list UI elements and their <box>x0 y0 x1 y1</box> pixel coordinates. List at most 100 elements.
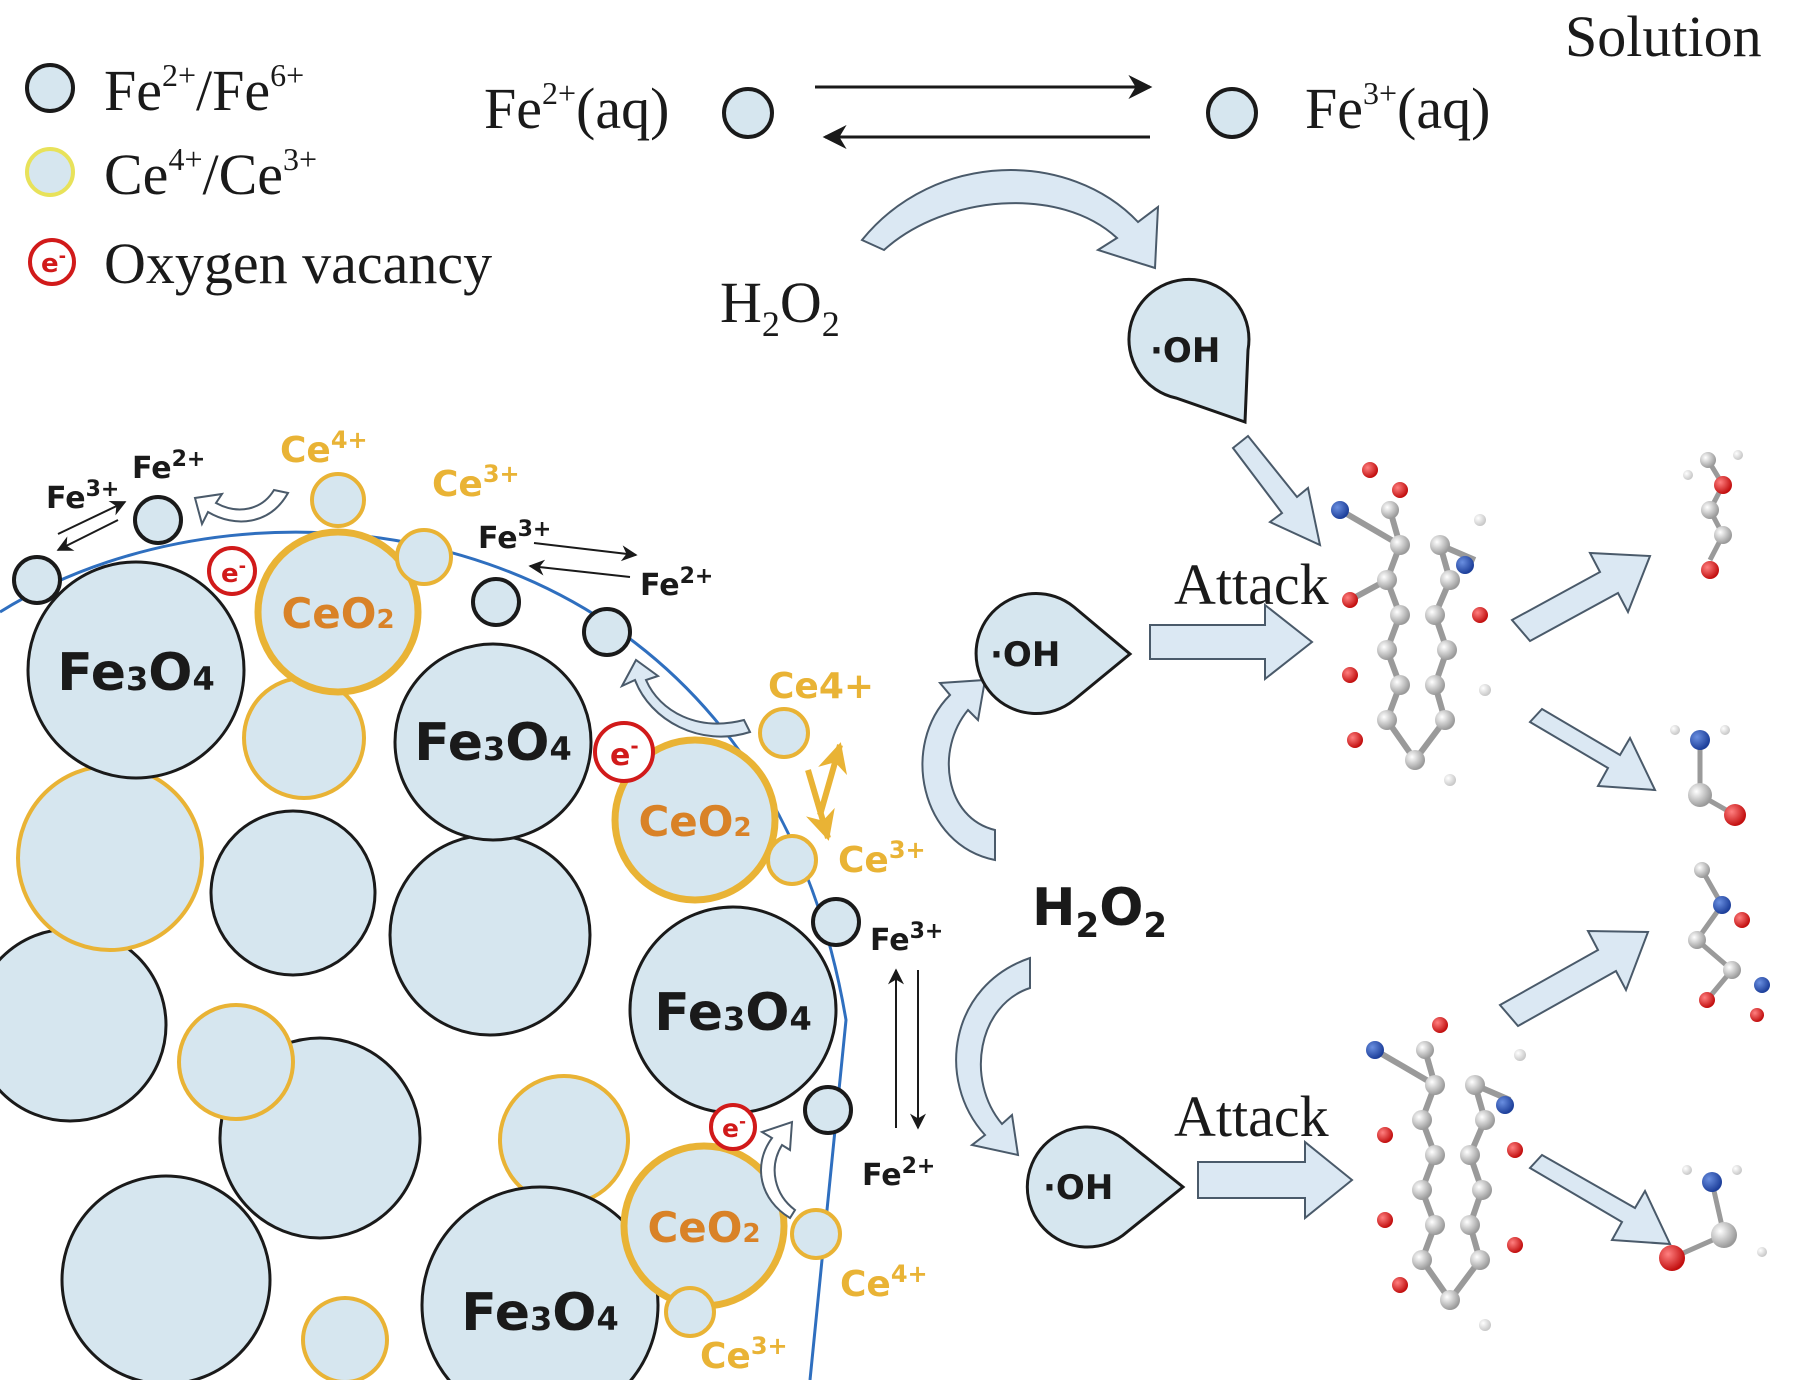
middle-h2o2-label: H2O2 <box>1032 878 1167 946</box>
ion-label-ce3: Ce3+ <box>700 1332 788 1377</box>
hydroxyl-radical-mid: ·OH <box>974 592 1133 715</box>
fe3o4-particle-3: Fe3O4 <box>628 905 838 1115</box>
attack-arrow <box>1149 602 1314 682</box>
product-arrow <box>1498 929 1650 1028</box>
svg-text:e-: e- <box>722 1112 746 1143</box>
oxygen-vacancy: e- <box>593 721 655 783</box>
fe3-aq-ion <box>1206 87 1258 139</box>
pollutant-molecule-top <box>1331 462 1491 786</box>
fe-surface-ion <box>12 555 62 605</box>
fe3-aq-label: Fe3+(aq) <box>1305 75 1490 141</box>
fe3o4-particle <box>388 833 592 1037</box>
h2o2-to-oh-curved-arrow <box>921 678 996 862</box>
svg-text:e-: e- <box>610 734 639 773</box>
legend-ce-text: Ce4+/Ce3+ <box>104 141 317 207</box>
attack-label-top: Attack <box>1174 552 1329 617</box>
legend-fe-circle <box>25 63 75 113</box>
fe3o4-particle <box>0 927 168 1123</box>
ion-label-fe3: Fe3+ <box>46 477 119 516</box>
legend-fe-text: Fe2+/Fe6+ <box>104 57 304 123</box>
fe3o4-particle-1: Fe3O4 <box>26 560 246 780</box>
ion-exchange-arrow <box>56 519 119 551</box>
ion-label-fe3: Fe3+ <box>478 517 551 556</box>
fe-surface-ion <box>582 607 632 657</box>
fe3o4-label: Fe3O4 <box>654 983 811 1043</box>
product-molecule-1 <box>1683 450 1743 579</box>
ceo2-label: CeO2 <box>281 589 394 638</box>
oh-to-molecule-arrow <box>1231 434 1322 547</box>
fe3o4-particle <box>209 809 377 977</box>
oxygen-vacancy: e- <box>709 1103 757 1151</box>
fe3o4-particle <box>60 1174 272 1380</box>
ion-label-ce4: Ce4+ <box>840 1260 928 1305</box>
ion-exchange-arrow <box>528 559 631 578</box>
middle-reactions: H2O2 ·OH ·OH Attack Attack <box>921 552 1354 1249</box>
ion-label-fe3: Fe3+ <box>870 919 943 958</box>
surface-transfer-arrow <box>759 1120 797 1220</box>
fe-surface-ion <box>471 577 521 627</box>
solution-title: Solution <box>1565 4 1762 69</box>
ce-redox-arrow <box>817 742 848 816</box>
fe3o4-particle-2: Fe3O4 <box>393 642 593 842</box>
ceo2-particle-1: CeO2 <box>254 528 422 696</box>
fe2-aq-label: Fe2+(aq) <box>484 75 669 141</box>
ce-particle <box>498 1074 630 1206</box>
product-arrow <box>1510 551 1652 643</box>
product-molecule-4 <box>1659 1165 1767 1271</box>
ion-label-ce3: Ce3+ <box>432 460 520 505</box>
solution-region: Solution Fe2+(aq) Fe3+(aq) H2O2 ·OH <box>484 4 1762 547</box>
hydroxyl-radical-top: ·OH <box>1127 277 1251 425</box>
legend-vacancy-text: Oxygen vacancy <box>104 231 492 296</box>
fe-surface-ion <box>803 1085 853 1135</box>
fe3o4-particle-4: Fe3O4 <box>420 1185 660 1380</box>
ce-redox-arrow <box>805 769 835 841</box>
ion-label-ce4-inline: Ce4+ <box>768 666 874 707</box>
product-arrow <box>1528 707 1657 792</box>
ce-surface-ion <box>310 472 366 528</box>
ce-particle <box>177 1003 295 1121</box>
ceo2-label: CeO2 <box>647 1203 760 1252</box>
h2o2-to-oh-curved-arrow <box>955 956 1031 1157</box>
ce-surface-ion <box>395 528 453 586</box>
ion-label-ce3: Ce3+ <box>838 836 926 881</box>
ion-label-fe2: Fe2+ <box>132 447 205 486</box>
pollutant-molecule-bottom <box>1366 1017 1526 1331</box>
particle-cluster: Fe3O4 Fe3O4 Fe3O4 Fe3O4 CeO2 <box>0 426 943 1380</box>
ceo2-label: CeO2 <box>638 797 751 846</box>
ion-label-fe2: Fe2+ <box>640 564 713 603</box>
legend-ce-circle <box>25 147 75 197</box>
ce-surface-ion <box>664 1286 716 1338</box>
fe-surface-ion <box>133 495 183 545</box>
oxygen-vacancy: e- <box>207 546 257 596</box>
fe3o4-label: Fe3O4 <box>414 713 571 773</box>
fe2-aq-ion <box>722 87 774 139</box>
ceo2-particle-2: CeO2 <box>611 736 779 904</box>
radical-label-mid: ·OH <box>990 635 1060 675</box>
surface-transfer-arrow <box>619 658 752 738</box>
ce-surface-ion <box>766 834 818 886</box>
legend: Fe2+/Fe6+ Ce4+/Ce3+ e- Oxygen vacancy <box>25 57 492 296</box>
ion-exchange-arrow <box>57 500 127 535</box>
fe-surface-ion <box>811 897 861 947</box>
legend-vacancy-circle <box>28 238 76 286</box>
surface-transfer-arrow <box>193 488 290 527</box>
product-arrow <box>1528 1153 1672 1246</box>
product-molecule-2 <box>1670 725 1746 826</box>
ce-surface-ion <box>790 1208 842 1260</box>
ce-particle <box>242 676 366 800</box>
ce-particle <box>301 1296 389 1380</box>
ion-label-ce4: Ce4+ <box>280 426 368 471</box>
ion-exchange-arrow <box>533 542 638 562</box>
attack-arrow <box>1197 1139 1354 1221</box>
hydroxyl-radical-low: ·OH <box>1025 1125 1186 1249</box>
fe3o4-label: Fe3O4 <box>461 1283 618 1343</box>
legend-vacancy-symbol: e- <box>41 246 66 279</box>
solution-h2o2-label: H2O2 <box>720 270 840 344</box>
fe3o4-label: Fe3O4 <box>57 643 214 703</box>
attack-label-bottom: Attack <box>1174 1084 1329 1149</box>
ce-surface-ion <box>758 707 810 759</box>
ce-particle <box>16 764 204 952</box>
radical-label-top: ·OH <box>1150 331 1220 371</box>
